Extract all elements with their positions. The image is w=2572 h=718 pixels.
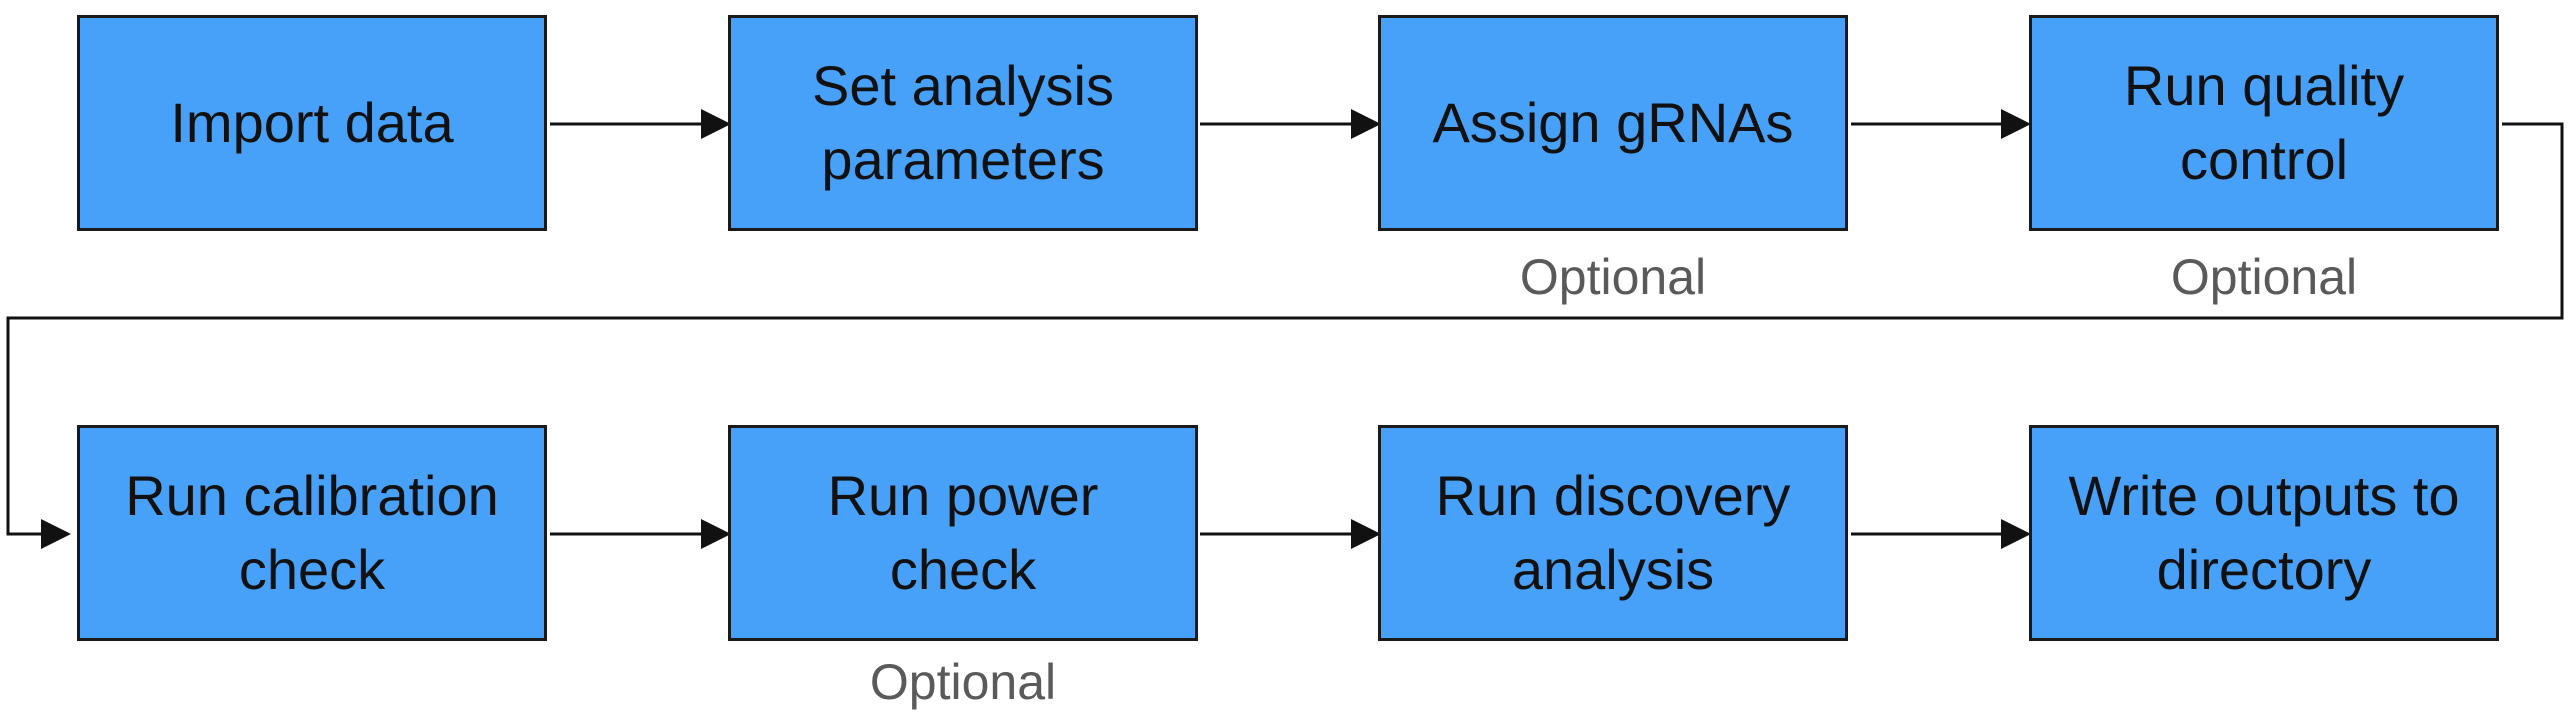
step-run-quality-control: Run quality control — [2029, 15, 2499, 231]
step-label: Run calibration check — [125, 464, 499, 601]
step-label: Run power check — [827, 464, 1099, 601]
optional-note-run-power-check: Optional — [869, 654, 1057, 710]
step-label: Run discovery analysis — [1435, 464, 1791, 601]
step-write-outputs-to-directory: Write outputs to directory — [2029, 425, 2499, 641]
step-run-power-check: Run power check — [728, 425, 1198, 641]
step-label: Assign gRNAs — [1432, 91, 1794, 154]
step-assign-grnas: Assign gRNAs — [1378, 15, 1848, 231]
step-run-calibration-check: Run calibration check — [77, 425, 547, 641]
optional-note-assign-grnas: Optional — [1519, 249, 1707, 305]
step-label: Write outputs to directory — [2068, 464, 2460, 601]
step-label: Import data — [170, 91, 454, 154]
step-set-analysis-parameters: Set analysis parameters — [728, 15, 1198, 231]
step-run-discovery-analysis: Run discovery analysis — [1378, 425, 1848, 641]
step-import-data: Import data — [77, 15, 547, 231]
step-label: Set analysis parameters — [812, 54, 1114, 191]
step-label: Run quality control — [2123, 54, 2405, 191]
arrow-qc-to-calibration — [6, 122, 2564, 549]
optional-note-run-quality-control: Optional — [2170, 249, 2358, 305]
